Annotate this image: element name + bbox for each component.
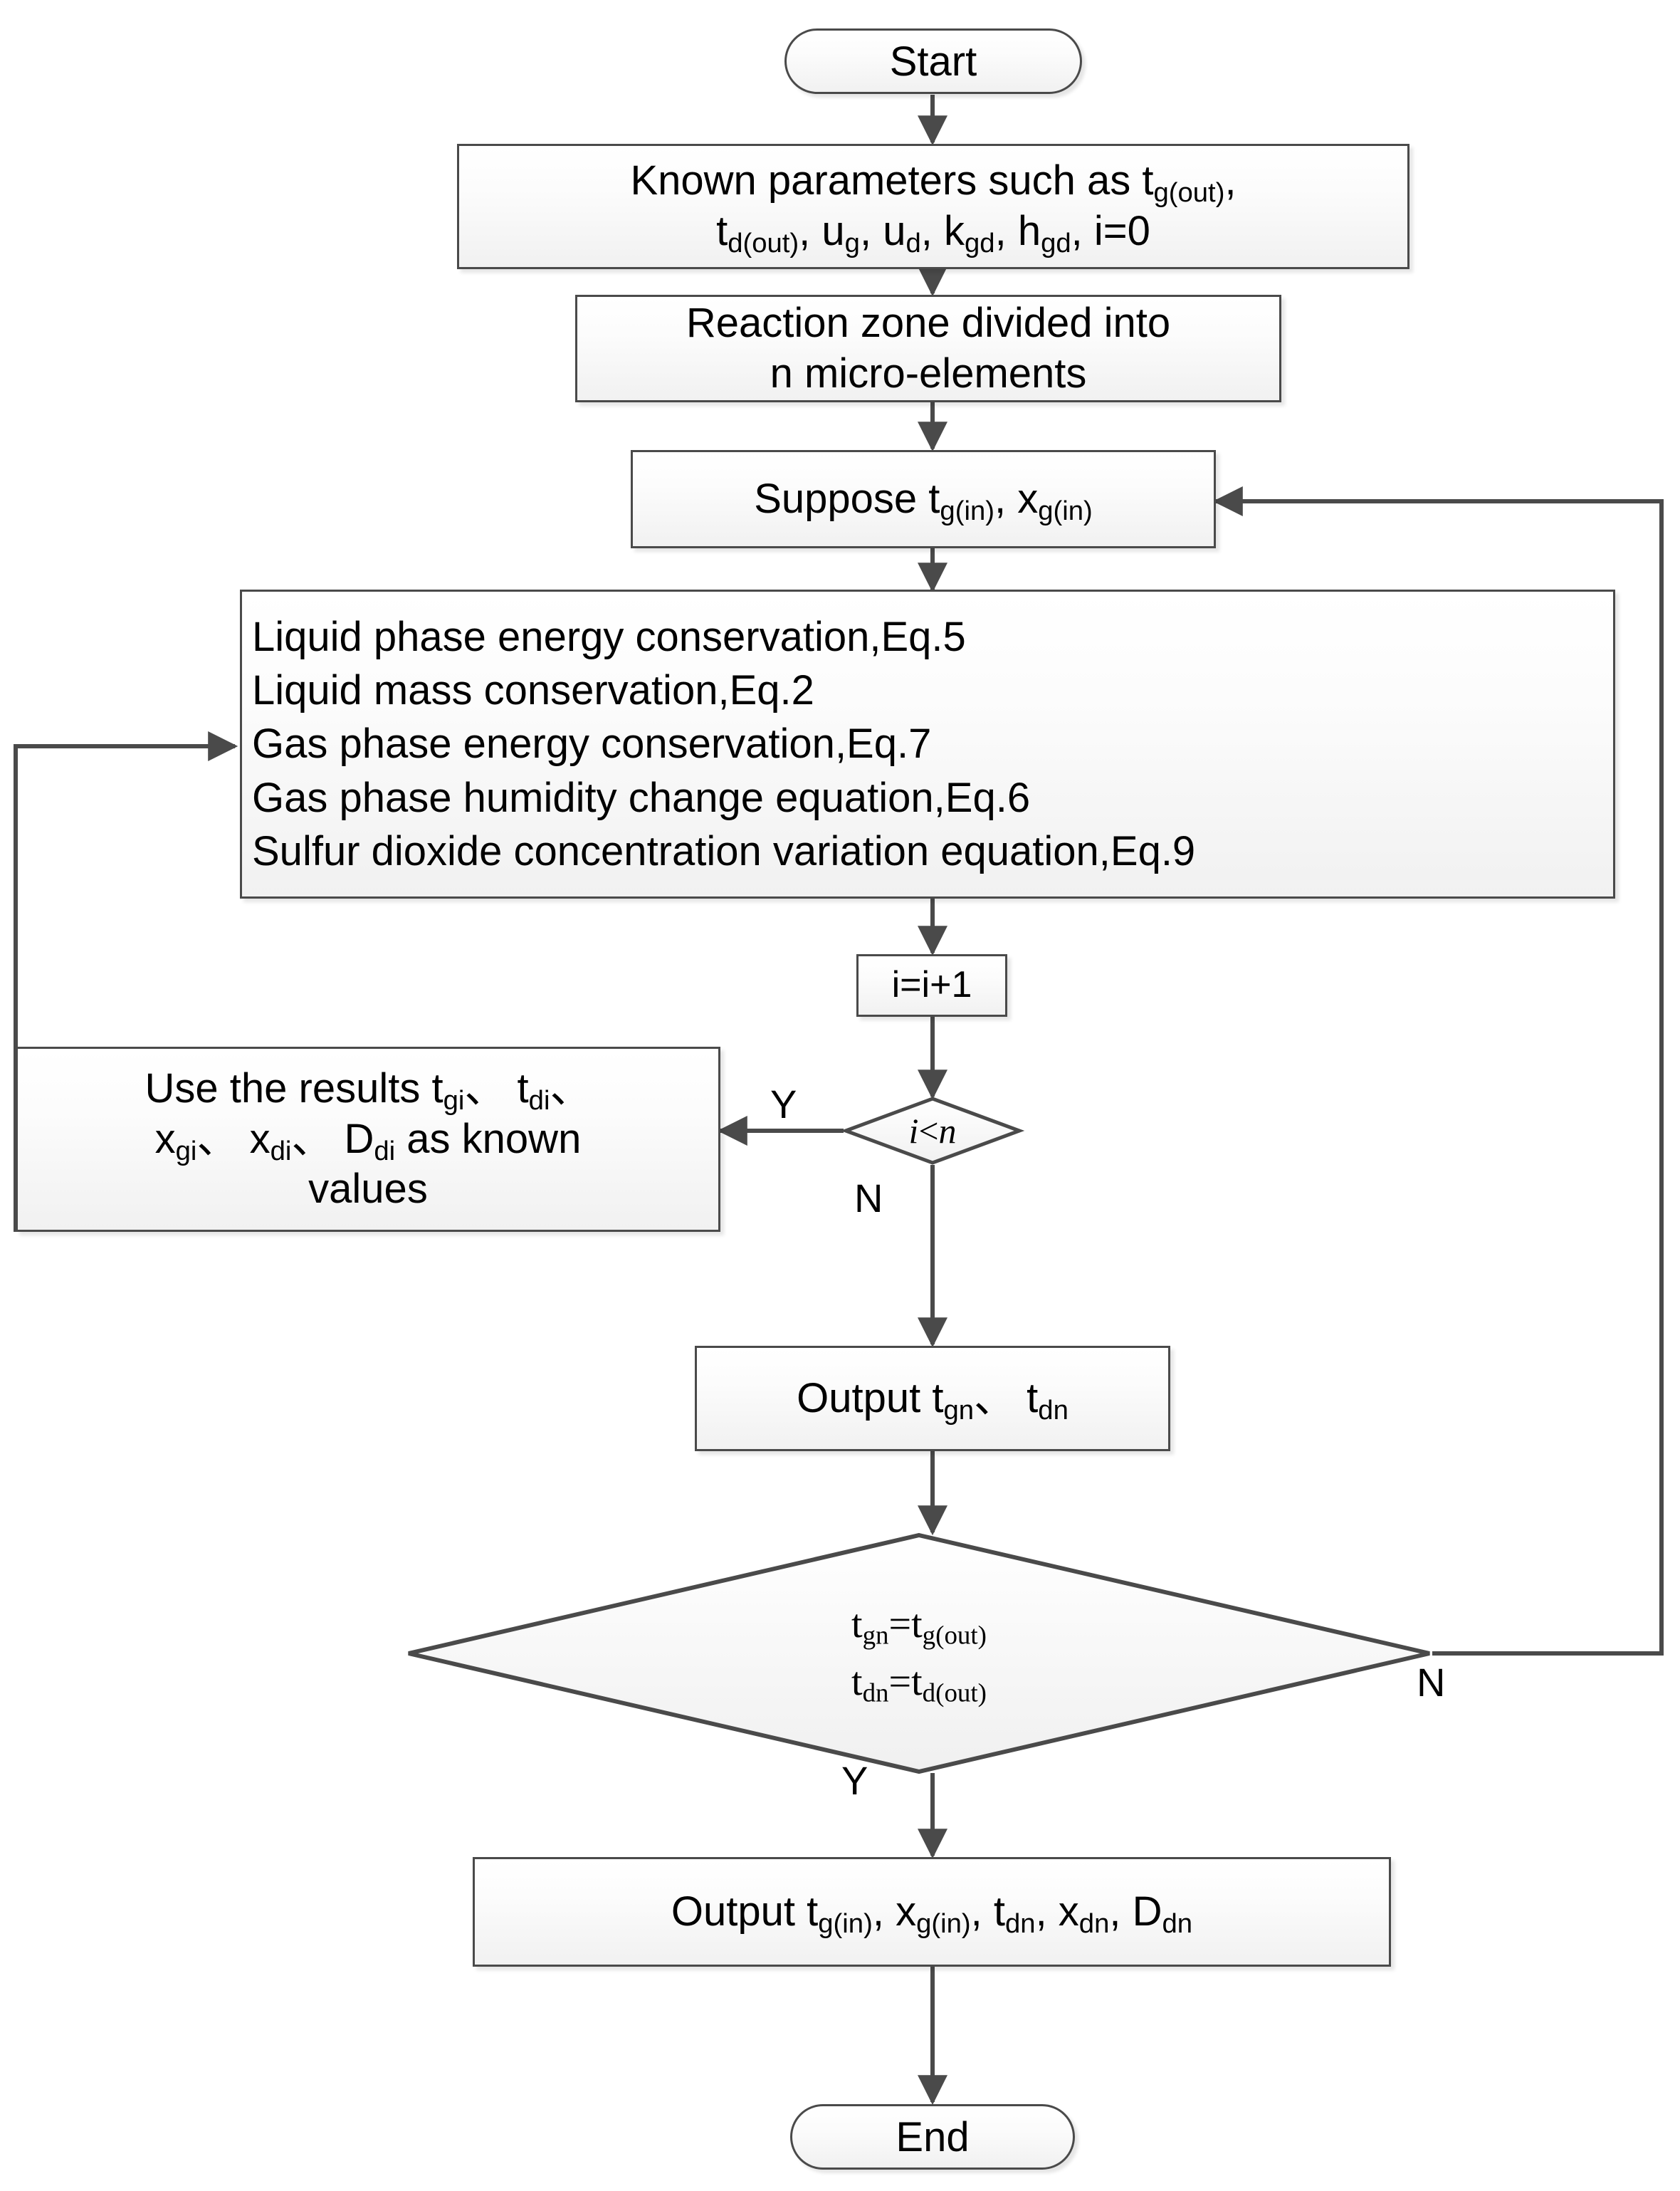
use-results-sub-1: di — [528, 1084, 550, 1116]
use-results-sub-4: di — [374, 1135, 396, 1166]
use-results-line1: Use the results tgi、 tdi、 — [145, 1064, 592, 1114]
output-final-sep-1: , — [970, 1888, 994, 1935]
known-params-line1-prefix: Known parameters such as t — [630, 157, 1154, 204]
edge-label-converge-no: N — [1417, 1660, 1446, 1705]
known-params-sep-0: , — [799, 208, 822, 254]
output-final-sub-3: dn — [1078, 1908, 1110, 1939]
node-output-final[interactable]: Output tg(in), xg(in), tdn, xdn, Ddn — [473, 1857, 1391, 1967]
output-temps-sub1: gn — [943, 1394, 975, 1426]
use-results-item-3: x — [249, 1115, 271, 1162]
known-params-item-3: k — [944, 208, 965, 254]
known-params-sep-1: , — [859, 208, 883, 254]
equation-line-4: Sulfur dioxide concentration variation e… — [252, 828, 1196, 875]
equation-line-2: Gas phase energy conservation,Eq.7 — [252, 721, 932, 768]
use-results-line2: xgi、 xdi、 Ddi as known — [145, 1114, 592, 1165]
use-results-sep-0: 、 — [464, 1065, 506, 1112]
edge-label-loop-yes: Y — [770, 1082, 797, 1126]
use-results-item-4: D — [344, 1115, 374, 1162]
equation-line-0: Liquid phase energy conservation,Eq.5 — [252, 613, 966, 660]
use-results-sub-2: gi — [175, 1135, 197, 1166]
use-results-sep-4: as known — [395, 1115, 582, 1162]
output-final-sep-2: , — [1035, 1888, 1059, 1935]
use-results-sub-3: di — [270, 1135, 292, 1166]
node-suppose[interactable]: Suppose tg(in), xg(in) — [631, 450, 1216, 548]
edge-label-converge-yes: Y — [841, 1758, 868, 1803]
use-results-sep-3: 、 — [291, 1115, 333, 1162]
node-start-label: Start — [889, 38, 977, 85]
known-params-sub-3: gd — [965, 227, 995, 258]
node-output-final-text: Output tg(in), xg(in), tdn, xdn, Ddn — [671, 1887, 1192, 1938]
reaction-zone-line2: n micro-elements — [770, 350, 1087, 397]
use-results-line3: values — [308, 1166, 428, 1213]
node-known-parameters-text: Known parameters such as tg(out), td(out… — [630, 156, 1236, 257]
use-results-item-1: t — [517, 1065, 529, 1112]
node-end[interactable]: End — [790, 2104, 1075, 2170]
use-results-sep-2: 、 — [196, 1115, 238, 1162]
node-reaction-zone[interactable]: Reaction zone divided into n micro-eleme… — [575, 295, 1281, 402]
known-params-item-2: u — [883, 208, 906, 254]
output-final-item-1: x — [896, 1888, 917, 1935]
output-final-prefix: Output — [671, 1888, 807, 1935]
output-final-item-2: t — [993, 1888, 1005, 1935]
edge-label-loop-no: N — [854, 1176, 883, 1220]
known-params-item-0: t — [716, 208, 728, 254]
known-params-item-5: i=0 — [1093, 208, 1150, 254]
known-params-sub-0: d(out) — [728, 227, 799, 258]
known-params-item-1: u — [821, 208, 845, 254]
output-final-item-4: D — [1132, 1888, 1162, 1935]
node-equations-list: Liquid phase energy conservation,Eq.5 Li… — [252, 610, 1613, 879]
output-temps-base2: t — [1027, 1374, 1039, 1421]
known-params-sep-4: , — [1071, 208, 1094, 254]
node-use-results-text: Use the results tgi、 tdi、 xgi、 xdi、 Ddi … — [145, 1064, 592, 1215]
output-temps-sep: 、 — [974, 1374, 1016, 1421]
suppose-prefix: Suppose t — [754, 475, 940, 522]
reaction-zone-line1: Reaction zone divided into — [686, 299, 1171, 346]
output-temps-prefix: Output t — [797, 1374, 944, 1421]
node-output-temperatures[interactable]: Output tgn、 tdn — [695, 1346, 1170, 1451]
use-results-sep-1: 、 — [550, 1065, 592, 1112]
node-increment-label: i=i+1 — [891, 964, 972, 1006]
use-results-sub-0: gi — [443, 1084, 465, 1116]
output-final-sep-0: , — [872, 1888, 896, 1935]
node-equations[interactable]: Liquid phase energy conservation,Eq.5 Li… — [240, 590, 1615, 899]
converge-decision-shape — [408, 1532, 1430, 1774]
node-suppose-text: Suppose tg(in), xg(in) — [754, 474, 1093, 525]
output-final-sub-4: dn — [1162, 1908, 1193, 1939]
known-params-line1-sub: g(out) — [1153, 177, 1225, 209]
output-final-sep-3: , — [1109, 1888, 1133, 1935]
loop-decision-shape — [840, 1097, 1025, 1165]
use-results-item-2: x — [154, 1115, 176, 1162]
known-params-sep-2: , — [920, 208, 944, 254]
known-params-item-4: h — [1017, 208, 1041, 254]
node-increment[interactable]: i=i+1 — [856, 954, 1007, 1017]
node-reaction-zone-text: Reaction zone divided into n micro-eleme… — [686, 298, 1170, 399]
output-temps-sub2: dn — [1038, 1394, 1069, 1426]
output-final-sub-1: g(in) — [916, 1908, 971, 1939]
output-final-item-3: x — [1058, 1888, 1079, 1935]
output-final-sub-0: g(in) — [818, 1908, 873, 1939]
use-results-item-0: t — [431, 1065, 443, 1112]
node-converge-decision[interactable]: tgn=tg(out) tdn=td(out) — [406, 1532, 1432, 1774]
known-params-line2: td(out), ug, ud, kgd, hgd, i=0 — [630, 206, 1236, 257]
use-results-lead: Use the results — [145, 1065, 432, 1112]
node-known-parameters[interactable]: Known parameters such as tg(out), td(out… — [457, 144, 1409, 269]
suppose-middle: , x — [994, 475, 1039, 522]
known-params-sub-1: g — [844, 227, 860, 258]
node-loop-decision[interactable]: i<n — [840, 1097, 1025, 1165]
equation-line-1: Liquid mass conservation,Eq.2 — [252, 666, 814, 713]
node-end-label: End — [896, 2113, 970, 2160]
known-params-sep-3: , — [994, 208, 1018, 254]
suppose-sub2: g(in) — [1038, 495, 1093, 526]
known-params-sub-2: d — [905, 227, 921, 258]
output-final-item-0: t — [807, 1888, 819, 1935]
node-output-temperatures-text: Output tgn、 tdn — [797, 1374, 1069, 1424]
node-start[interactable]: Start — [784, 28, 1082, 94]
node-use-results[interactable]: Use the results tgi、 tdi、 xgi、 xdi、 Ddi … — [16, 1047, 720, 1232]
known-params-line1-suffix: , — [1224, 157, 1237, 204]
known-params-sub-4: gd — [1041, 227, 1071, 258]
suppose-sub1: g(in) — [940, 495, 994, 526]
output-final-sub-2: dn — [1004, 1908, 1036, 1939]
equation-line-3: Gas phase humidity change equation,Eq.6 — [252, 774, 1031, 821]
